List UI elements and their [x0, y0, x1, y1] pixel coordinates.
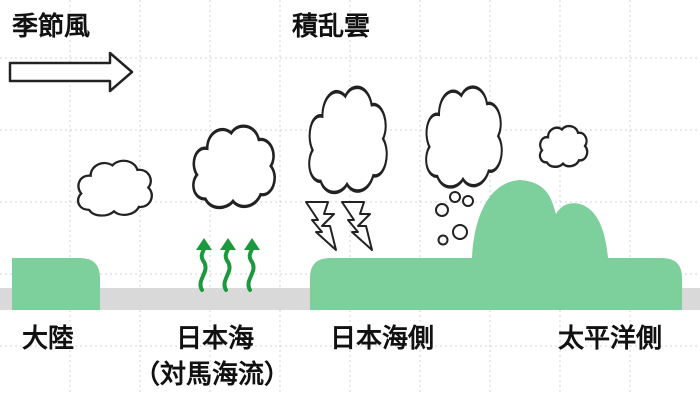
precipitation-drops	[435, 191, 474, 246]
cloud-icon	[191, 124, 277, 210]
lightning-icon	[305, 201, 337, 251]
sea-of-japan-label: 日本海	[176, 324, 255, 354]
tsushima-current-label: （対馬海流）	[134, 360, 291, 390]
wind-arrow-icon	[8, 51, 134, 93]
cloud-icon	[424, 85, 504, 189]
seasonal-wind-label: 季節風	[12, 12, 91, 42]
cumulonimbus-label: 積乱雲	[292, 12, 371, 42]
continent-land	[12, 258, 100, 310]
lightning-icon	[341, 201, 373, 251]
japan-land	[310, 180, 682, 310]
continent-label: 大陸	[22, 324, 75, 354]
cloud-icon	[307, 85, 389, 195]
updraft-arrow-icon	[198, 244, 256, 292]
sea-of-japan-side-label: 日本海側	[330, 324, 435, 354]
cloud-icon	[538, 124, 589, 169]
pacific-side-label: 太平洋側	[558, 324, 663, 354]
updraft-arrowheads	[196, 238, 260, 250]
cloud-icon	[76, 159, 153, 217]
